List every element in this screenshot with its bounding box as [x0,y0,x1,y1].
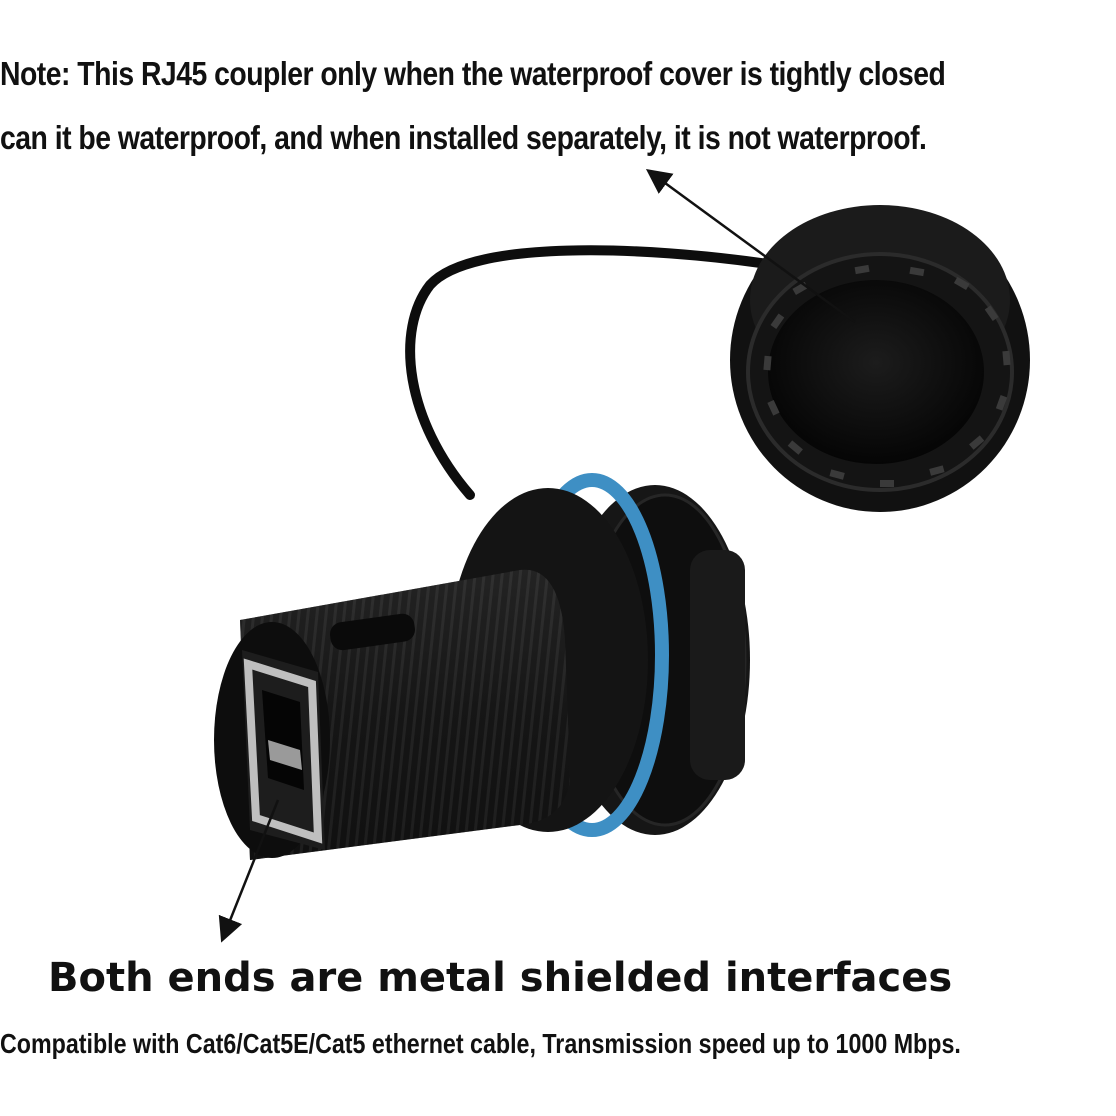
tether-cord [405,245,780,500]
note-line-1: Note: This RJ45 coupler only when the wa… [0,55,946,92]
port-arrow [218,799,280,943]
cap-arrow [645,169,856,324]
note-line-2: can it be waterproof, and when installed… [0,119,927,156]
rj45-port-face [214,622,330,858]
waterproof-note: Note: This RJ45 coupler only when the wa… [0,42,960,170]
metal-shield [243,658,323,844]
compatibility-text: Compatible with Cat6/Cat5E/Cat5 ethernet… [0,1028,961,1059]
waterproof-cap [730,205,1030,512]
shielded-interfaces-heading: Both ends are metal shielded interfaces [48,955,953,1001]
